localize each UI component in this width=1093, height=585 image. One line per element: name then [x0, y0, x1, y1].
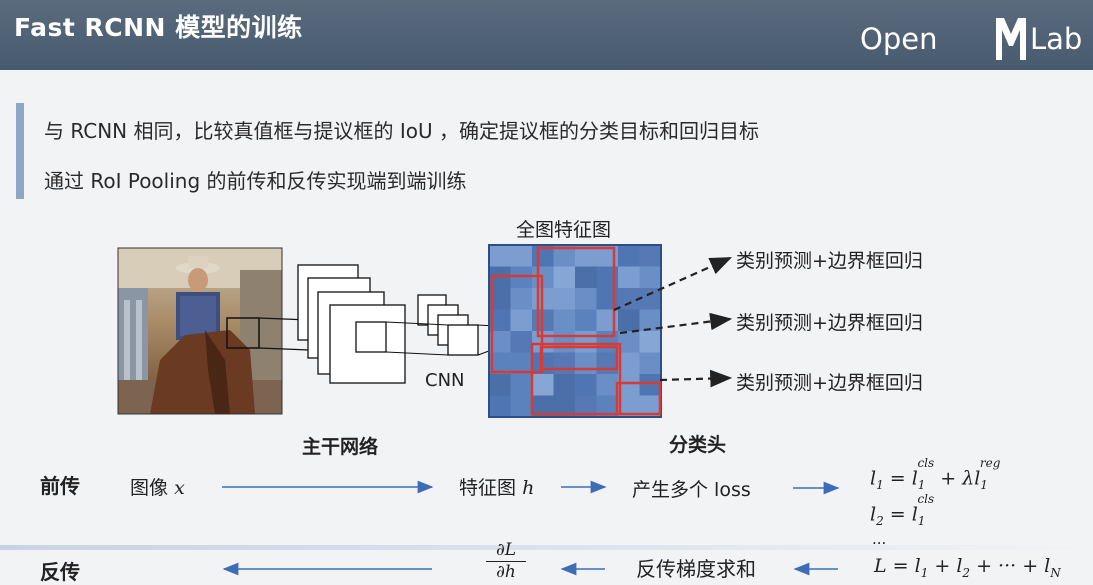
feature-cell [554, 374, 576, 396]
feature-cell [575, 310, 597, 332]
head-output-2: 类别预测+边界框回归 [736, 308, 923, 335]
gradient-fraction: ∂L ∂h [486, 540, 526, 582]
feature-cell [554, 310, 576, 332]
feature-cell [511, 331, 533, 353]
backward-label: 反传 [40, 556, 80, 585]
feature-cell [597, 374, 619, 396]
input-image [118, 248, 282, 414]
feature-cell [575, 374, 597, 396]
feature-cell [575, 331, 597, 353]
feature-cell [554, 353, 576, 375]
feature-cell [511, 288, 533, 310]
feature-cell [489, 374, 511, 396]
forward-feature-label: 特征图 h [459, 473, 534, 500]
feature-cell [489, 396, 511, 418]
feature-cell [554, 267, 576, 289]
feature-cell [640, 374, 662, 396]
loss-equation-1: l1 = l1cls + λl1reg [870, 466, 1000, 492]
forward-loss-label: 产生多个 loss [632, 475, 751, 502]
cnn-label: CNN [425, 370, 465, 391]
head-output-3: 类别预测+边界框回归 [736, 368, 923, 395]
feature-cell [618, 267, 640, 289]
feature-cell [532, 374, 554, 396]
feature-cell [640, 267, 662, 289]
feature-cell [554, 288, 576, 310]
feature-cell [640, 288, 662, 310]
feature-cell [511, 310, 533, 332]
head-label: 分类头 [669, 430, 726, 457]
head-output-1: 类别预测+边界框回归 [736, 246, 923, 273]
feature-cell [511, 396, 533, 418]
feature-cell [618, 310, 640, 332]
feature-cell [618, 245, 640, 267]
cnn-layers-large [298, 265, 405, 383]
feature-map-title: 全图特征图 [516, 215, 611, 242]
feature-cell [575, 267, 597, 289]
backbone-label: 主干网络 [302, 432, 378, 459]
feature-cell [489, 245, 511, 267]
backward-sum-label: 反传梯度求和 [636, 553, 756, 582]
forward-image-label: 图像 x [130, 473, 185, 500]
forward-label: 前传 [40, 470, 80, 499]
feature-cell [640, 331, 662, 353]
feature-cell [640, 245, 662, 267]
total-loss-equation: L = l1 + l2 + ··· + lN [874, 555, 1061, 580]
feature-cell [575, 288, 597, 310]
feature-cell [640, 353, 662, 375]
feature-cell [618, 288, 640, 310]
section-divider [0, 545, 1093, 550]
feature-cell [511, 245, 533, 267]
head-arrow-3 [660, 378, 730, 380]
feature-cell [597, 353, 619, 375]
loss-equation-2: l2 = l1cls [870, 502, 934, 528]
feature-cell [554, 331, 576, 353]
feature-cell [575, 353, 597, 375]
feature-cell [511, 374, 533, 396]
